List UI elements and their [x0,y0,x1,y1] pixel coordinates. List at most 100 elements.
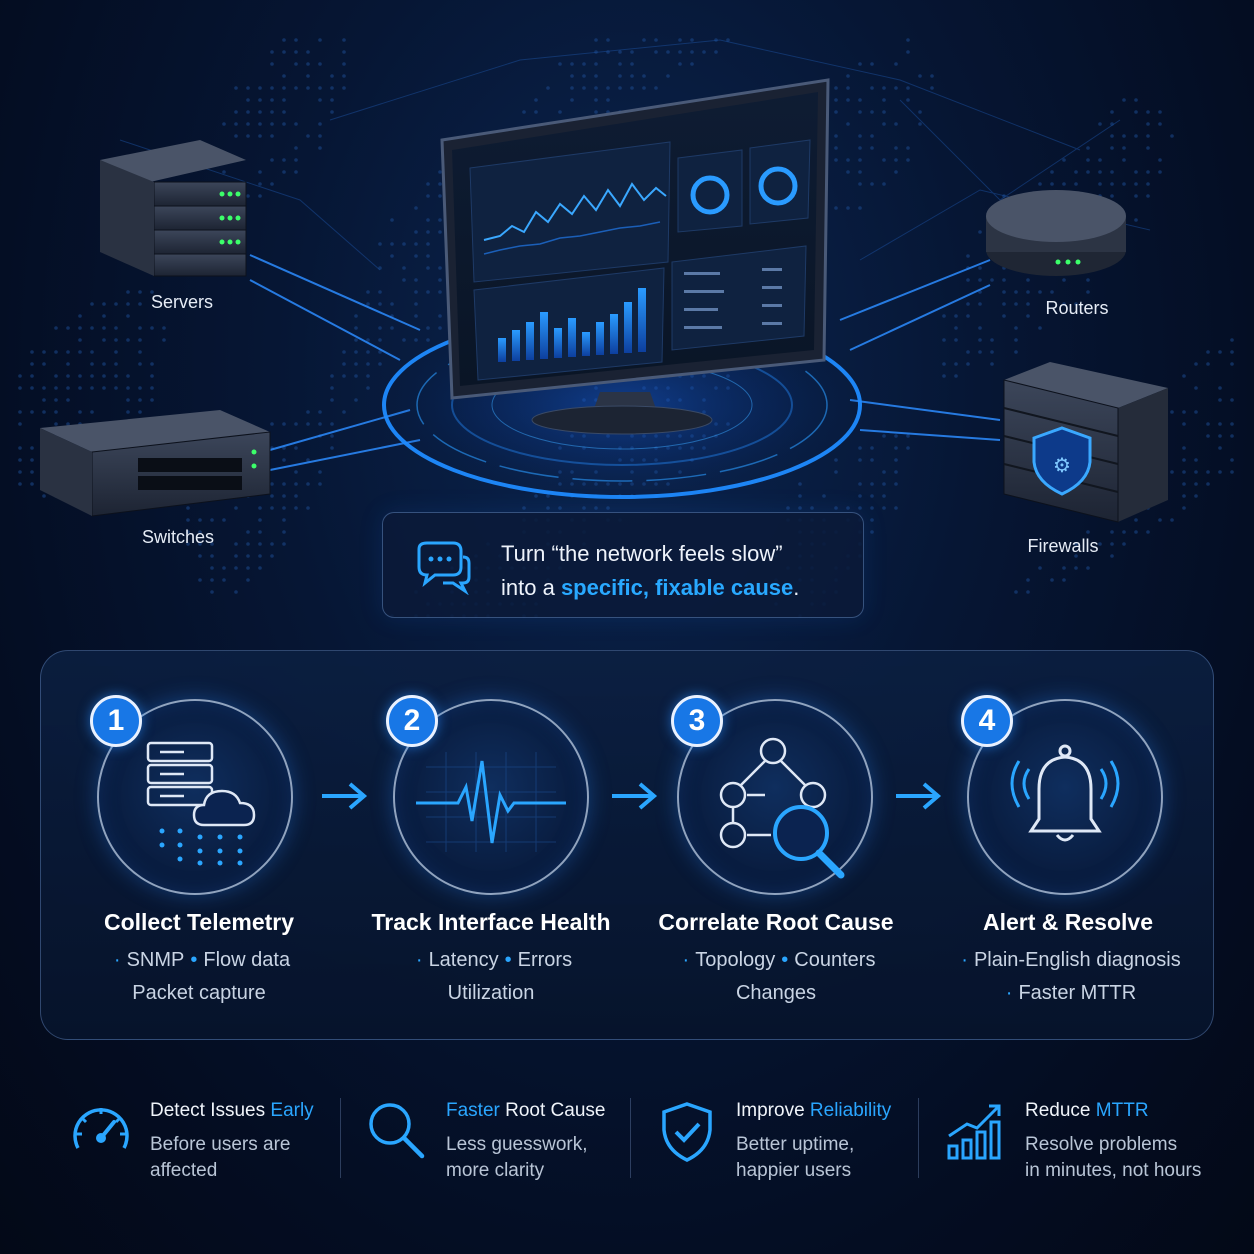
benefit-title: Reduce MTTR [1025,1100,1149,1121]
map-dot [318,470,322,474]
map-dot [54,374,58,378]
map-dot [1086,566,1090,570]
map-dot [222,578,226,582]
map-dot [1182,482,1186,486]
map-dot [318,98,322,102]
map-dot [606,38,610,42]
map-dot [1014,302,1018,306]
map-dot [234,542,238,546]
map-dot [282,530,286,534]
map-dot [426,230,430,234]
map-dot [558,62,562,66]
map-dot [858,482,862,486]
map-dot [294,494,298,498]
map-dot [1146,146,1150,150]
map-dot [78,338,82,342]
map-dot [330,86,334,90]
map-dot [870,86,874,90]
map-dot [1050,182,1054,186]
map-dot [414,278,418,282]
map-dot [1062,578,1066,582]
map-dot [894,458,898,462]
map-dot [1230,362,1234,366]
map-dot [858,182,862,186]
chat-bubbles-icon [417,541,471,595]
map-dot [1014,326,1018,330]
map-dot [318,422,322,426]
map-dot [1098,182,1102,186]
map-dot [150,290,154,294]
map-dot [1122,158,1126,162]
map-dot [834,134,838,138]
map-dot [294,38,298,42]
map-dot [54,398,58,402]
benefit-description: Less guesswork,more clarity [446,1134,588,1181]
map-dot [1122,182,1126,186]
map-dot [966,302,970,306]
map-dot [270,86,274,90]
map-dot [1146,530,1150,534]
map-dot [582,74,586,78]
map-dot [930,86,934,90]
map-dot [1110,134,1114,138]
map-dot [282,482,286,486]
map-dot [1146,110,1150,114]
map-dot [354,350,358,354]
map-dot [90,410,94,414]
map-dot [1122,530,1126,534]
map-dot [1230,350,1234,354]
map-dot [234,590,238,594]
map-dot [810,506,814,510]
step-detail-line: Changes [735,982,817,1004]
map-dot [582,62,586,66]
map-dot [1062,566,1066,570]
map-dot [270,50,274,54]
map-dot [402,266,406,270]
map-dot [126,302,130,306]
map-dot [858,146,862,150]
map-dot [378,362,382,366]
map-dot [90,326,94,330]
map-dot [114,362,118,366]
map-dot [258,134,262,138]
map-dot [282,422,286,426]
map-dot [354,314,358,318]
map-dot [78,326,82,330]
map-dot [1062,158,1066,162]
map-dot [1026,578,1030,582]
map-dot [1194,482,1198,486]
map-dot [234,110,238,114]
firewalls-label: Firewalls [1027,536,1099,556]
benefit-divider [630,1098,631,1178]
map-dot [114,350,118,354]
map-dot [822,494,826,498]
map-dot [870,62,874,66]
map-dot [18,374,22,378]
map-dot [138,386,142,390]
map-dot [126,374,130,378]
map-dot [426,194,430,198]
map-dot [678,62,682,66]
map-dot [894,506,898,510]
map-dot [942,374,946,378]
map-dot [1170,410,1174,414]
map-dot [342,74,346,78]
map-dot [1038,566,1042,570]
map-dot [990,338,994,342]
map-dot [1194,362,1198,366]
map-dot [1194,470,1198,474]
map-dot [426,266,430,270]
map-dot [426,242,430,246]
step-number-badge: 1 [90,695,142,747]
map-dot [30,386,34,390]
map-dot [894,158,898,162]
step-collect-telemetry: 1 Collect Telemetry ·SNMP•Flow data Pack… [54,651,344,1041]
map-dot [690,62,694,66]
map-dot [90,302,94,306]
step-alert-resolve: 4 Alert & Resolve ·Plain-English diagnos… [923,651,1213,1041]
map-dot [918,110,922,114]
map-dot [858,134,862,138]
map-dot [618,74,622,78]
map-dot [138,350,142,354]
map-dot [1134,218,1138,222]
